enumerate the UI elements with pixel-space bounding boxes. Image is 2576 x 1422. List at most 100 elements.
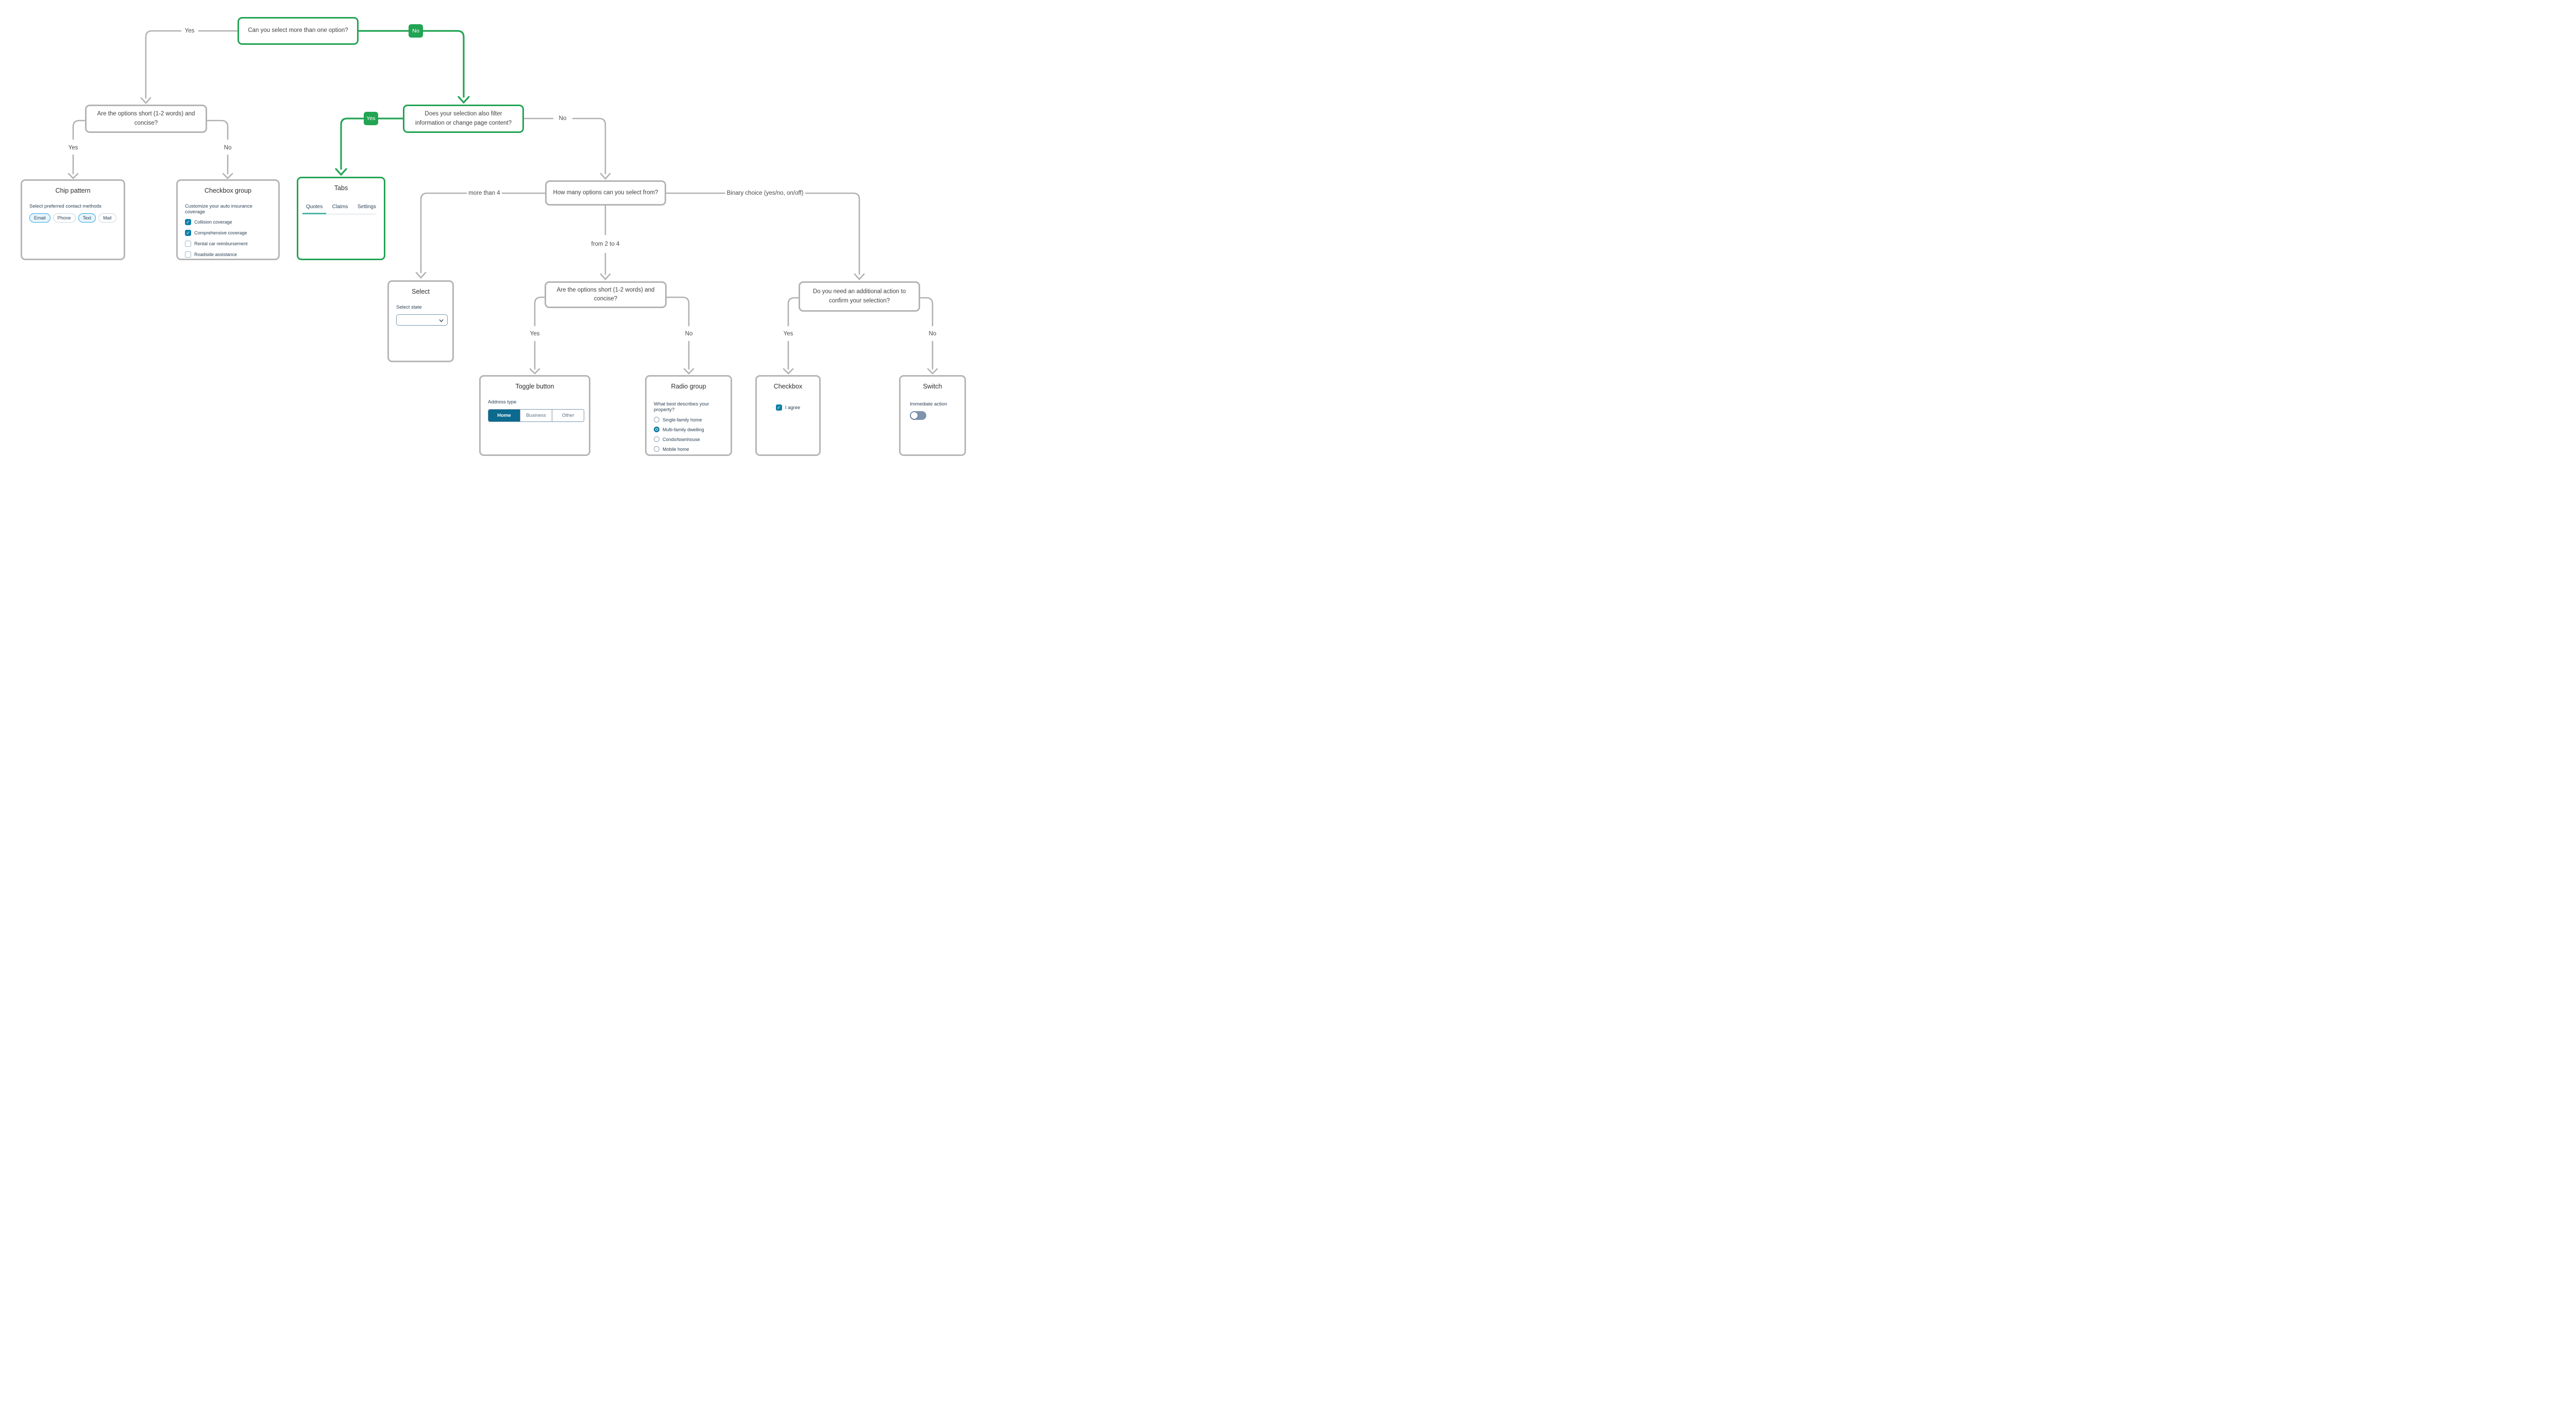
arrow-into-checkbox (783, 368, 794, 375)
segmented-control: Home Business Other (488, 409, 584, 422)
card-radio-title: Radio group (671, 383, 706, 390)
edge-e-no (666, 296, 690, 370)
edge-d-more4 (420, 192, 546, 274)
segment-other[interactable]: Other (552, 410, 584, 421)
question-multi-select: Can you select more than one option? (238, 17, 359, 45)
edge-label-yes-short2: Yes (528, 331, 541, 337)
arrow-into-confirm (854, 273, 865, 280)
arrow-into-switch (927, 368, 938, 375)
checkbox-i-agree-label: I agree (785, 404, 801, 411)
card-tabs-title: Tabs (334, 184, 348, 192)
badge-yes-text: Yes (366, 115, 376, 122)
card-switch: Switch Immediate action (899, 375, 966, 456)
question-short-options-2-text: Are the options short (1-2 words) and co… (556, 286, 655, 302)
edge-a-yes (145, 30, 239, 99)
question-multi-select-text: Can you select more than one option? (248, 27, 348, 34)
card-radio-group: Radio group What best describes your pro… (645, 375, 732, 456)
radio-row: Single-family home (654, 417, 723, 422)
edge-a-no-green (358, 30, 465, 98)
question-how-many-options-text: How many options can you select from? (553, 189, 658, 196)
edge-f-yes (787, 297, 800, 370)
arrow-into-filter-green (457, 96, 470, 104)
checkbox-row: Collision coverage (185, 219, 271, 225)
radio-condo[interactable] (654, 436, 659, 442)
chip-phone[interactable]: Phone (53, 213, 76, 223)
state-select[interactable] (396, 314, 448, 326)
chip-row: Email Phone Text Mail (29, 213, 116, 223)
chip-group-label: Select preferred contact methods (29, 204, 101, 209)
checkbox-collision[interactable] (185, 219, 191, 225)
checkbox-rental[interactable] (185, 241, 191, 247)
checkbox-roadside[interactable] (185, 251, 191, 258)
arrow-into-toggle (529, 368, 540, 375)
edge-c-no (206, 120, 229, 175)
card-select-title: Select (412, 288, 430, 295)
tab-bar: Quotes Claims Settings (302, 204, 376, 214)
checkbox-comprehensive-label: Comprehensive coverage (194, 230, 247, 235)
edge-label-yes-top: Yes (183, 28, 196, 34)
radio-mobile-home[interactable] (654, 446, 659, 452)
checkbox-comprehensive[interactable] (185, 230, 191, 236)
green-edges (335, 30, 470, 176)
tab-settings[interactable]: Settings (357, 204, 376, 210)
question-short-options-1: Are the options short (1-2 words) and co… (85, 105, 207, 133)
segment-home[interactable]: Home (488, 410, 520, 421)
checkbox-row: Roadside assistance (185, 251, 271, 258)
edge-c-yes (72, 120, 86, 175)
switch-knob (911, 412, 918, 419)
decision-tree-canvas: Can you select more than one option? Are… (0, 0, 986, 474)
tab-claims[interactable]: Claims (332, 204, 348, 210)
radio-row: Condo/townhouse (654, 436, 723, 442)
checkbox-roadside-label: Roadside assistance (194, 252, 238, 257)
chip-email[interactable]: Email (29, 213, 50, 223)
edge-label-from-2-to-4: from 2 to 4 (589, 241, 621, 247)
card-chip-pattern: Chip pattern Select preferred contact me… (21, 179, 125, 260)
edge-e-yes (534, 296, 546, 370)
card-checkbox: Checkbox I agree (755, 375, 821, 456)
tab-quotes[interactable]: Quotes (302, 204, 327, 214)
card-chip-title: Chip pattern (55, 187, 91, 194)
switch-label: Immediate action (910, 401, 947, 407)
arrow-into-radio (683, 368, 694, 375)
gray-edges (67, 30, 938, 375)
checkbox-collision-label: Collision coverage (194, 219, 232, 225)
question-short-options-1-text: Are the options short (1-2 words) and co… (97, 111, 195, 126)
checkbox-i-agree[interactable] (775, 404, 782, 411)
edge-label-no-short1: No (222, 145, 233, 151)
checkbox-row: Comprehensive coverage (185, 230, 271, 236)
question-filters-content: Does your selection also filter informat… (403, 105, 524, 133)
card-toggle-title: Toggle button (515, 383, 554, 390)
radio-single-family[interactable] (654, 417, 659, 422)
question-confirm-action-text: Do you need an additional action to conf… (812, 289, 906, 304)
edge-label-more-than-4: more than 4 (467, 190, 502, 196)
arrow-into-checkbox-group (222, 173, 233, 179)
radio-row: Mobile home (654, 446, 723, 452)
card-checkbox-group: Checkbox group Customize your auto insur… (176, 179, 280, 260)
question-filters-content-text: Does your selection also filter informat… (415, 111, 512, 126)
arrow-into-short1 (140, 97, 151, 104)
question-how-many-options: How many options can you select from? (545, 180, 666, 206)
checkbox-group-label: Customize your auto insurance coverage (185, 204, 252, 215)
edge-label-no-confirm: No (927, 331, 938, 337)
card-switch-title: Switch (923, 383, 942, 390)
edge-b-no (523, 117, 606, 175)
arrow-into-chip (67, 173, 79, 179)
immediate-action-switch[interactable] (910, 411, 926, 420)
segment-business[interactable]: Business (520, 410, 552, 421)
radio-row: Multi-family dwelling (654, 427, 723, 432)
toggle-group-label: Address type (488, 399, 517, 405)
chip-text[interactable]: Text (78, 213, 96, 223)
edge-label-no-filter: No (557, 115, 568, 122)
arrow-into-select (415, 272, 427, 279)
select-label: Select state (396, 304, 422, 310)
card-checkbox-title: Checkbox (773, 383, 803, 390)
arrow-into-tabs-green (335, 168, 347, 176)
radio-multi-family[interactable] (654, 427, 659, 432)
edge-label-yes-short1: Yes (66, 145, 80, 151)
arrow-into-short2 (600, 273, 611, 280)
checkbox-row: Rental car reimbursement (185, 241, 271, 247)
chevron-down-icon (439, 319, 444, 323)
arrow-into-how-many (600, 173, 611, 180)
chip-mail[interactable]: Mail (98, 213, 116, 223)
flow-connectors (67, 30, 938, 375)
